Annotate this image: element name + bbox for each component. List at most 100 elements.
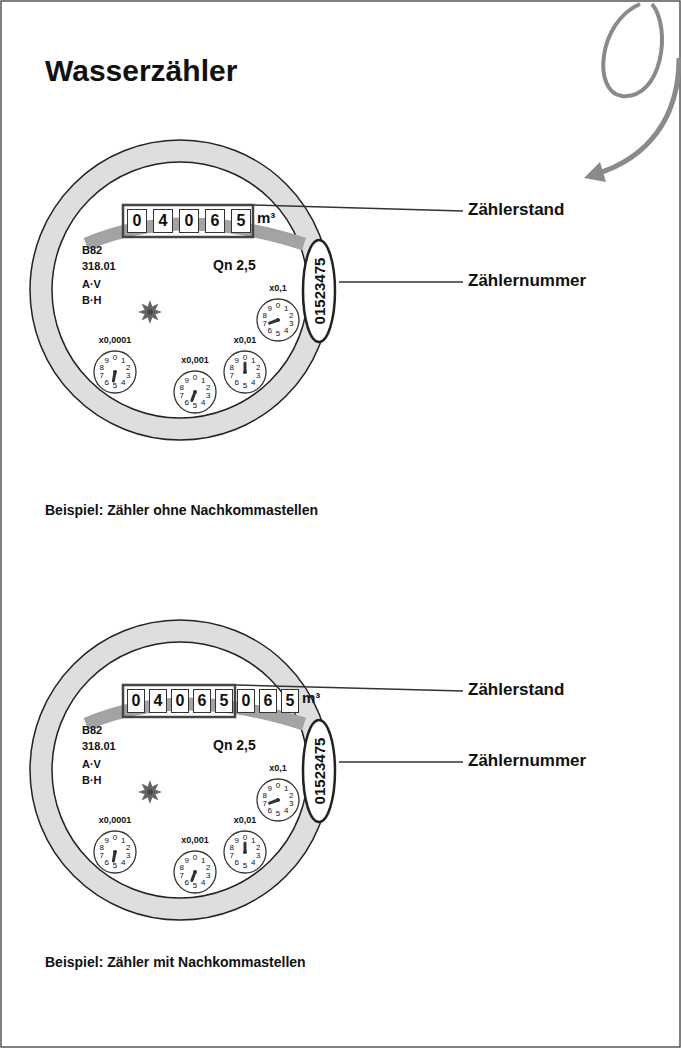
dial-outline	[174, 851, 216, 893]
counter-digit-box: 5	[231, 209, 251, 233]
dial-digit: 6	[105, 379, 109, 387]
dial-digit: 0	[276, 782, 280, 790]
dial-digit: 3	[126, 852, 130, 860]
dial-digit: 9	[235, 357, 239, 365]
dial-digit: 2	[206, 384, 210, 392]
dial-digit: 6	[185, 879, 189, 887]
dial-digit: 6	[235, 859, 239, 867]
dial-factor: x0,0001	[99, 816, 132, 825]
dial-digit: 9	[105, 357, 109, 365]
dial-digit: 5	[113, 382, 117, 390]
counter-digit-box: 5	[281, 689, 299, 713]
water-meter	[30, 140, 463, 440]
meter-mark: 318.01	[82, 260, 116, 272]
counter-digit: 4	[154, 693, 163, 709]
dial-outline	[257, 779, 299, 821]
counter-digit-box: 4	[149, 689, 167, 713]
dial-digit: 0	[243, 834, 247, 842]
counter-digit: 5	[220, 693, 229, 709]
dial-digit: 8	[99, 844, 103, 852]
dial-digit: 3	[206, 392, 210, 400]
dial-digit: 4	[121, 859, 125, 867]
dial-digit: 3	[206, 872, 210, 880]
dial-digit: 2	[126, 364, 130, 372]
dial-digit: 6	[235, 379, 239, 387]
counter-digit-box: 0	[237, 689, 255, 713]
meter-mark: B·H	[82, 294, 102, 306]
dial-digit: 7	[179, 872, 183, 880]
counter-digit: 0	[133, 213, 142, 229]
dial-gauge: x0,10123456789	[256, 284, 300, 342]
counter-digit-box: 6	[259, 689, 277, 713]
counter-digit: 0	[242, 693, 251, 709]
oval-outline	[303, 720, 335, 822]
dial-digit: 4	[201, 399, 205, 407]
dial-digit: 1	[284, 305, 288, 313]
unit: m³	[302, 690, 320, 707]
dial-outline	[174, 371, 216, 413]
dial-digit: 7	[229, 372, 233, 380]
dial-factor: x0,001	[181, 836, 209, 845]
dial-outline	[94, 351, 136, 393]
dial-digit: 5	[113, 862, 117, 870]
dial-digit: 3	[289, 320, 293, 328]
dial-outline	[224, 351, 266, 393]
meter-number-oval: 01523475	[301, 718, 337, 824]
dial-digit: 1	[201, 377, 205, 385]
dial-digit: 3	[126, 372, 130, 380]
dial-digit: 0	[243, 354, 247, 362]
meter-mark: A·V	[82, 278, 101, 290]
meter-mark: B·H	[82, 774, 102, 786]
dial-factor: x0,1	[269, 284, 287, 293]
dial-outline	[224, 831, 266, 873]
dial-digit: 8	[229, 844, 233, 852]
callout-label: Zählerstand	[468, 681, 564, 700]
dial-digit: 2	[256, 364, 260, 372]
dial-digit: 9	[185, 857, 189, 865]
dial-digit: 1	[121, 357, 125, 365]
flow-rating: Qn 2,5	[213, 258, 256, 273]
dial-gauge: x0,010123456789	[223, 336, 267, 394]
meter-number: 01523475	[312, 738, 327, 805]
counter-digit: 6	[211, 213, 220, 229]
dial-gauge: x0,00010123456789	[93, 336, 137, 394]
dial-factor: x0,01	[234, 816, 257, 825]
callout-label: Zählerstand	[468, 201, 564, 220]
dial-digit: 8	[179, 384, 183, 392]
callout-label: Zählernummer	[468, 752, 586, 771]
dial-digit: 0	[193, 374, 197, 382]
dial-digit: 2	[289, 312, 293, 320]
dial-digit: 8	[262, 792, 266, 800]
meter-mark: B82	[82, 724, 102, 736]
dial-digit: 1	[121, 837, 125, 845]
counter-digit: 5	[286, 693, 295, 709]
counter-digit: 0	[185, 213, 194, 229]
dial-digit: 0	[113, 354, 117, 362]
dial-digit: 9	[235, 837, 239, 845]
dial-gauge: x0,010123456789	[223, 816, 267, 874]
caption: Beispiel: Zähler ohne Nachkommastellen	[45, 503, 318, 518]
dial-digit: 8	[179, 864, 183, 872]
dial-factor: x0,0001	[99, 336, 132, 345]
dial-digit: 8	[262, 312, 266, 320]
dial-digit: 1	[251, 837, 255, 845]
callout-label: Zählernummer	[468, 272, 586, 291]
oval-outline	[303, 240, 335, 342]
dial-digit: 5	[243, 862, 247, 870]
dial-digit: 1	[201, 857, 205, 865]
reading-highlight	[123, 685, 235, 717]
dial-digit: 5	[276, 330, 280, 338]
dial-digit: 3	[256, 372, 260, 380]
dial-digit: 1	[284, 785, 288, 793]
flow-rating: Qn 2,5	[213, 738, 256, 753]
water-meter	[30, 620, 463, 920]
title: Wasserzähler	[45, 54, 237, 87]
dial-digit: 7	[229, 852, 233, 860]
swirl-arrowhead	[584, 162, 606, 182]
meter-number-oval: 01523475	[301, 238, 337, 344]
counter-digit-box: 0	[179, 209, 199, 233]
dial-digit: 0	[113, 834, 117, 842]
